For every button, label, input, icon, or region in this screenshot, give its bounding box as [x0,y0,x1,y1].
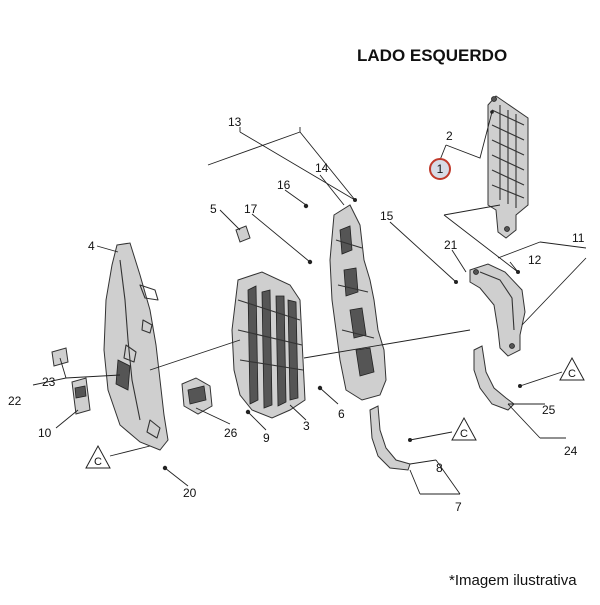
right-bracket [469,263,526,357]
callout-5: 5 [210,202,217,216]
callout-16: 16 [277,178,291,192]
callout-12: 12 [528,253,542,267]
callout-22: 22 [8,394,22,408]
section-marker-right: C [559,356,585,381]
illustrative-footnote: *Imagem ilustrativa [449,572,577,589]
left-outer-panel [103,242,169,451]
callout-8: 8 [436,461,443,475]
callout-3: 3 [303,419,310,433]
callout-23: 23 [42,375,56,389]
section-marker-middle: C [451,416,477,441]
clip-22-23 [51,347,69,367]
callout-10: 10 [38,426,52,440]
section-marker-right-label: C [568,368,576,380]
callout-20: 20 [183,486,197,500]
section-marker-left-label: C [94,456,102,468]
callout-14: 14 [315,161,329,175]
callout-2: 2 [446,129,453,143]
callout-24: 24 [564,444,578,458]
callout-numbers: 2 3 4 5 6 7 8 9 10 11 12 13 14 15 16 17 … [8,115,585,514]
section-marker-middle-label: C [460,428,468,440]
callout-25: 25 [542,403,556,417]
leader-lines [32,110,587,495]
plate-10 [71,377,91,415]
callout-1: 1 [437,162,444,176]
inner-bracket-panel [329,204,387,401]
center-grille-block [231,271,306,419]
middle-trim-strip [369,405,411,471]
callout-11: 11 [572,231,585,245]
small-bracket-26 [181,377,213,415]
rear-grille-panel [487,95,529,239]
callout-7: 7 [455,500,462,514]
callout-13: 13 [228,115,242,129]
callout-4: 4 [88,239,95,253]
callout-26: 26 [224,426,238,440]
section-marker-left: C [85,444,111,469]
diagram-title: LADO ESQUERDO [357,46,508,65]
callout-15: 15 [380,209,394,223]
callout-6: 6 [338,407,345,421]
callout-21: 21 [444,238,458,252]
callout-17: 17 [244,202,258,216]
callout-9: 9 [263,431,270,445]
callout-1-highlight: 1 [429,158,451,180]
